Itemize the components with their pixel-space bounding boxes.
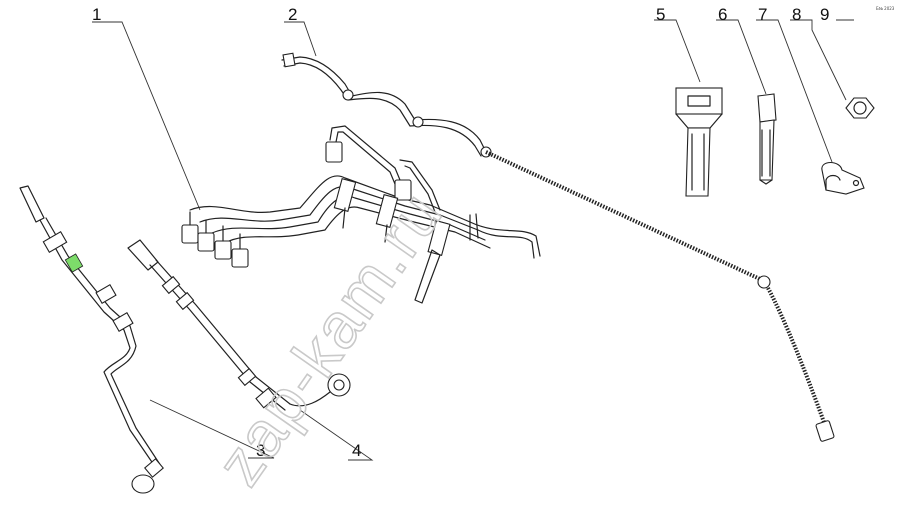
part-1-pipe-bundle	[181, 125, 541, 304]
callout-9: 9	[820, 5, 829, 24]
callout-3: 3	[256, 441, 265, 460]
callout-6: 6	[718, 5, 727, 24]
part-5-sleeve	[675, 87, 723, 197]
callout-2: 2	[288, 5, 297, 24]
callout-4: 4	[352, 441, 361, 460]
corner-mark: Б№ 2023	[876, 6, 895, 11]
part-6-bolt	[757, 93, 777, 185]
callout-7: 7	[758, 5, 767, 24]
part-4-pipe	[127, 239, 351, 411]
part-7-clip	[821, 161, 865, 195]
part-2-return-line	[281, 52, 835, 442]
callout-8: 8	[792, 5, 801, 24]
callout-1: 1	[92, 5, 101, 24]
part-9-hex-nut	[845, 97, 875, 119]
leader-lines	[92, 19, 854, 461]
callout-5: 5	[656, 5, 665, 24]
highlight-marker	[64, 253, 84, 273]
watermark: zap-kam.ru	[202, 178, 456, 498]
part-3-pipe	[19, 185, 164, 494]
